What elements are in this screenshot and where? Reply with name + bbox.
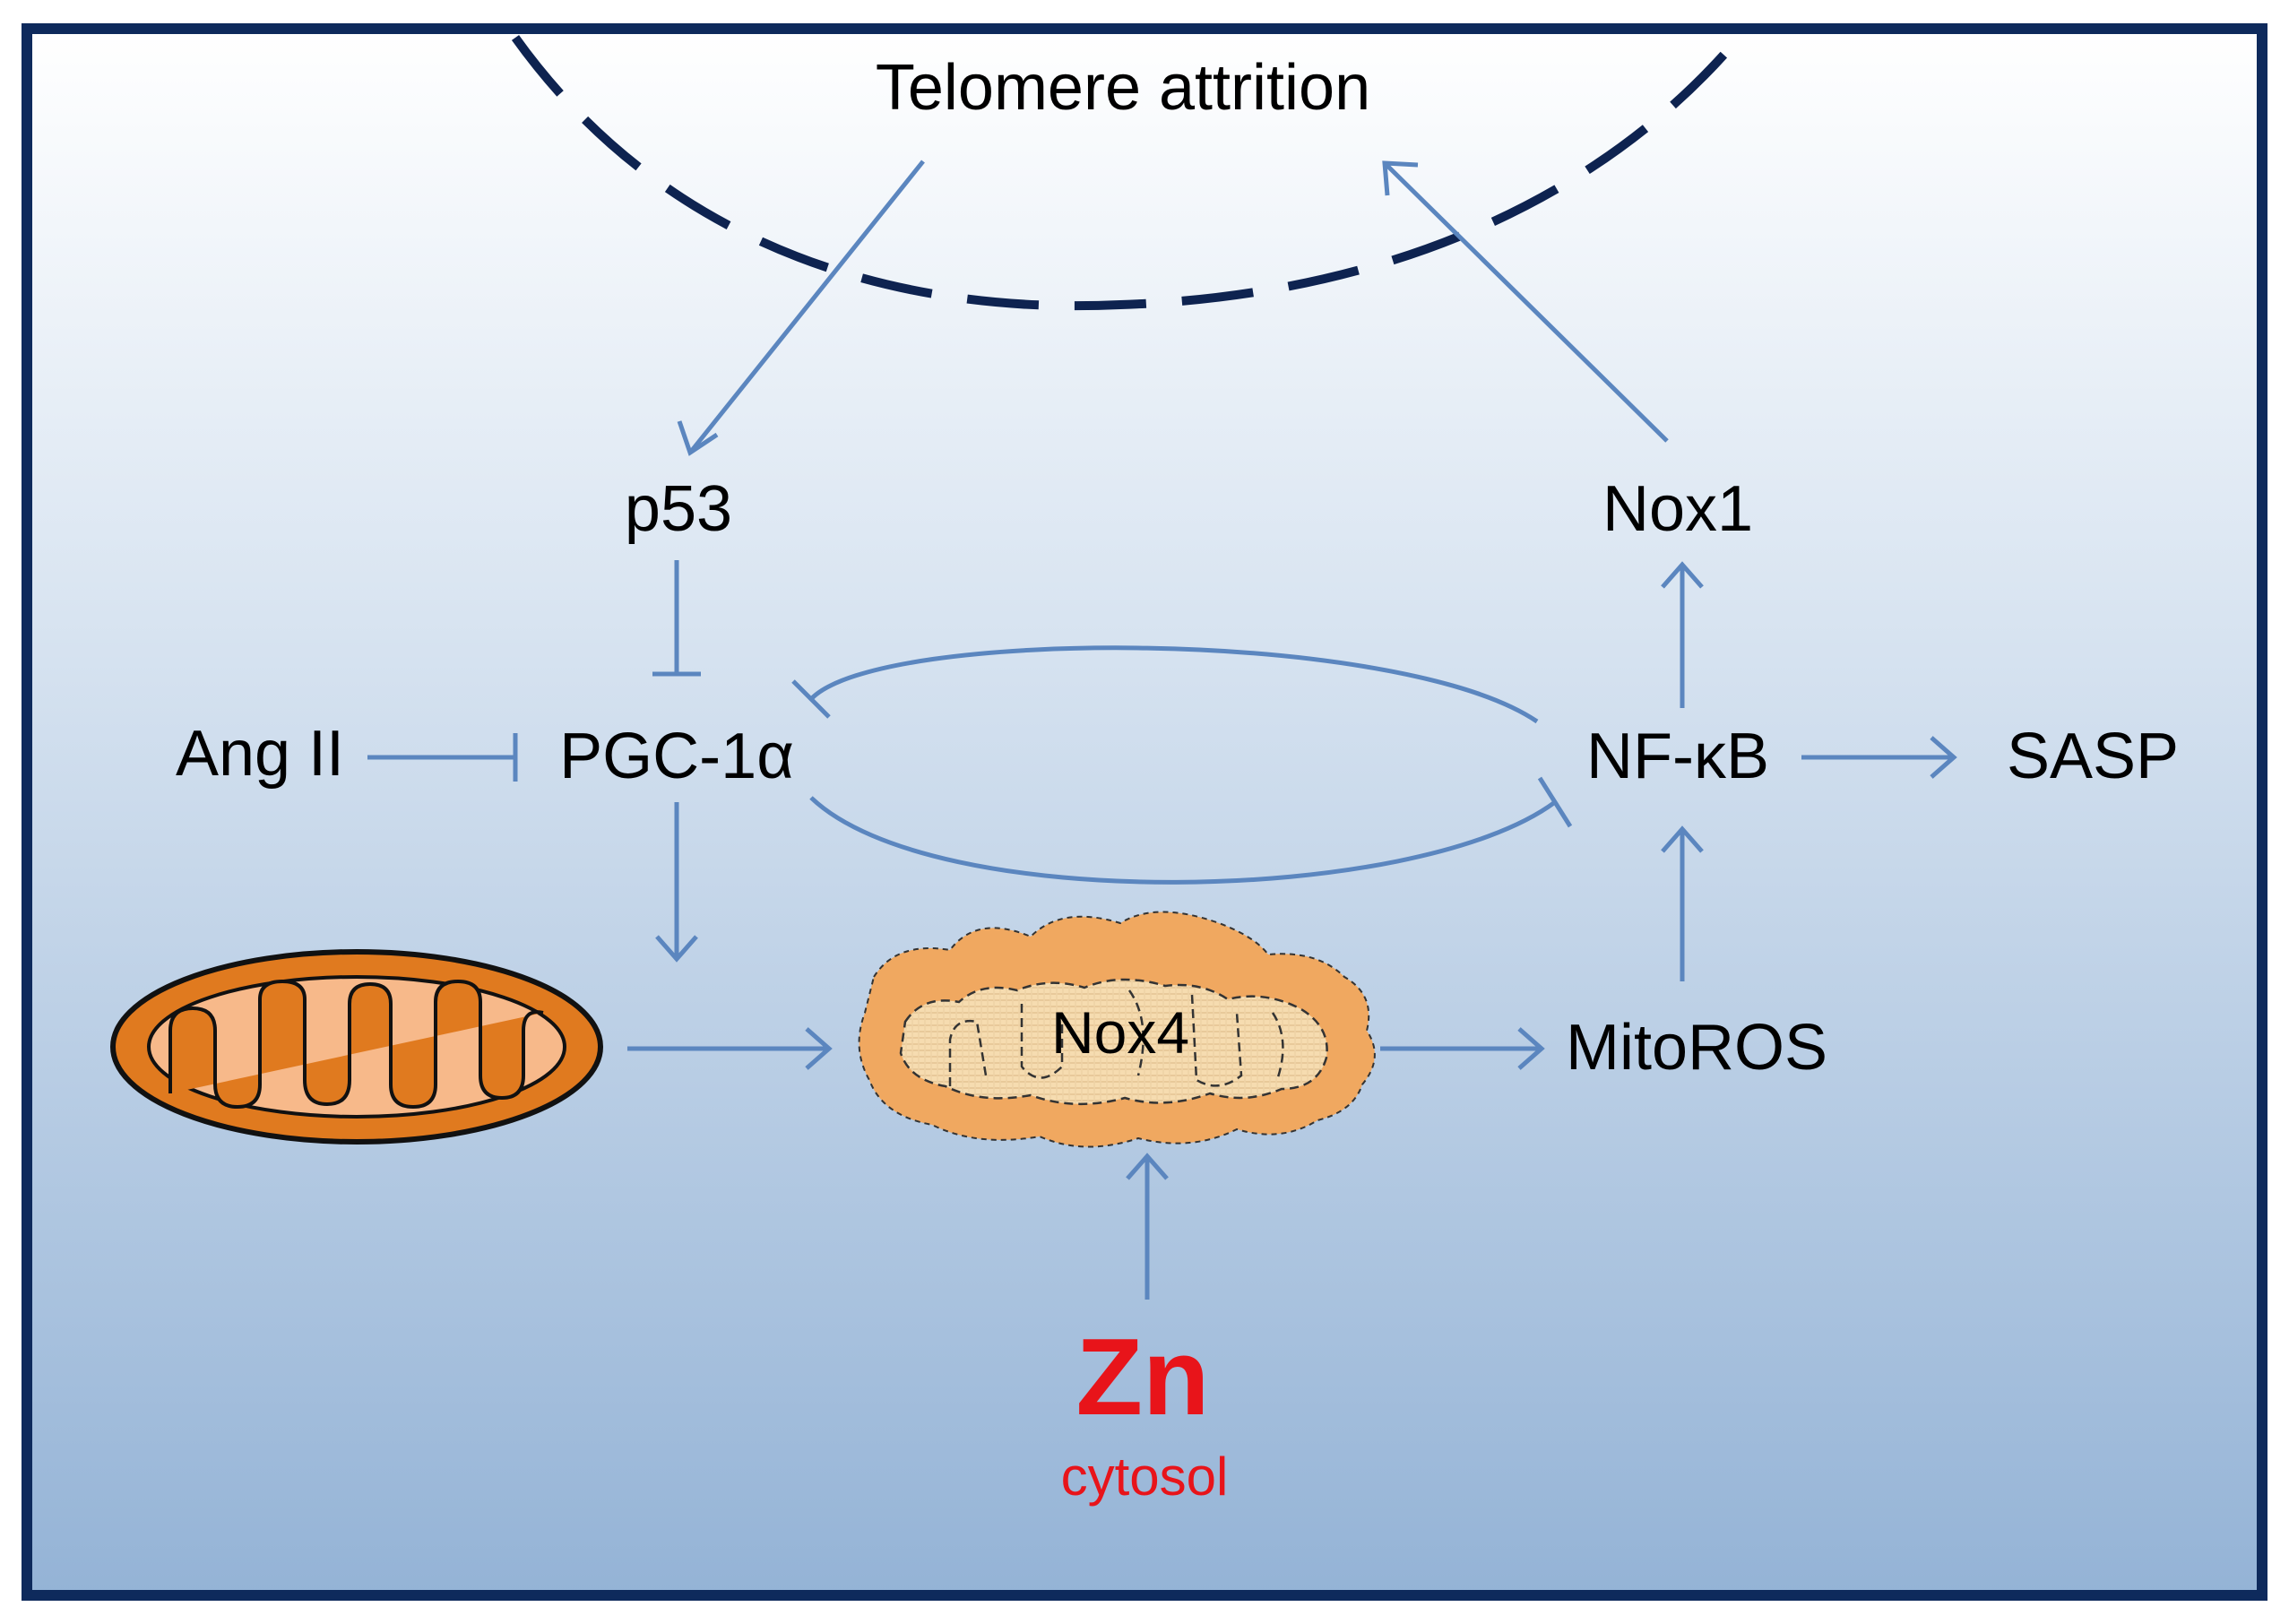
nfkb-label: NF-κB: [1586, 721, 1769, 792]
mitoros-label: MitoROS: [1566, 1012, 1827, 1084]
cytosol-label: cytosol: [1061, 1447, 1229, 1507]
pgc1a-label: PGC-1α: [559, 721, 794, 792]
arrowhead-nfkb-to-sasp: [1930, 736, 1957, 779]
arrowhead-mito-to-nox4: [805, 1027, 833, 1070]
nox4-label: Nox4: [1051, 999, 1189, 1066]
zn-label: Zn: [1075, 1316, 1209, 1438]
damaged-mitochondrion-icon: [858, 911, 1376, 1148]
ang-ii-label: Ang II: [176, 718, 344, 790]
arrowhead-nox1-to-telomere: [1382, 160, 1419, 196]
diagram-frame: [22, 23, 2267, 1601]
telomere-attrition-label: Telomere attrition: [876, 52, 1370, 124]
p53-label: p53: [625, 473, 732, 545]
arrowhead-telomere-to-p53: [677, 420, 719, 456]
sasp-label: SASP: [2007, 721, 2179, 792]
inhibit-bar-nfkb: [791, 679, 831, 719]
arrowhead-nox4-to-mitoros: [1517, 1027, 1545, 1070]
arrowhead-nfkb-to-nox1: [1661, 561, 1704, 589]
arrowhead-zn-to-nox4: [1126, 1153, 1169, 1180]
arrow-telomere-to-p53: [688, 160, 925, 454]
arrowhead-mitoros-to-nfkb: [1661, 825, 1704, 853]
mitochondrion-cristae: [168, 979, 544, 1110]
inhibit-nfkb-to-pgc1a: [809, 645, 1539, 724]
nox1-label: Nox1: [1602, 473, 1753, 545]
nucleus-boundary-dashed-arc: [511, 34, 1742, 311]
nox4-cristae-remnants: [948, 989, 1284, 1087]
inhibit-pgc1a-to-nfkb: [809, 796, 1557, 885]
inhibit-bar-pgc1a: [1537, 776, 1573, 828]
nox4-inner-compartment: [899, 978, 1328, 1106]
mitochondrion-icon: [110, 949, 603, 1145]
background-panel: [27, 29, 2262, 1595]
pathway-arrows: [367, 160, 1957, 1300]
arrowhead-pgc1a-down: [655, 935, 698, 963]
arrow-nox1-to-telomere: [1383, 161, 1669, 443]
